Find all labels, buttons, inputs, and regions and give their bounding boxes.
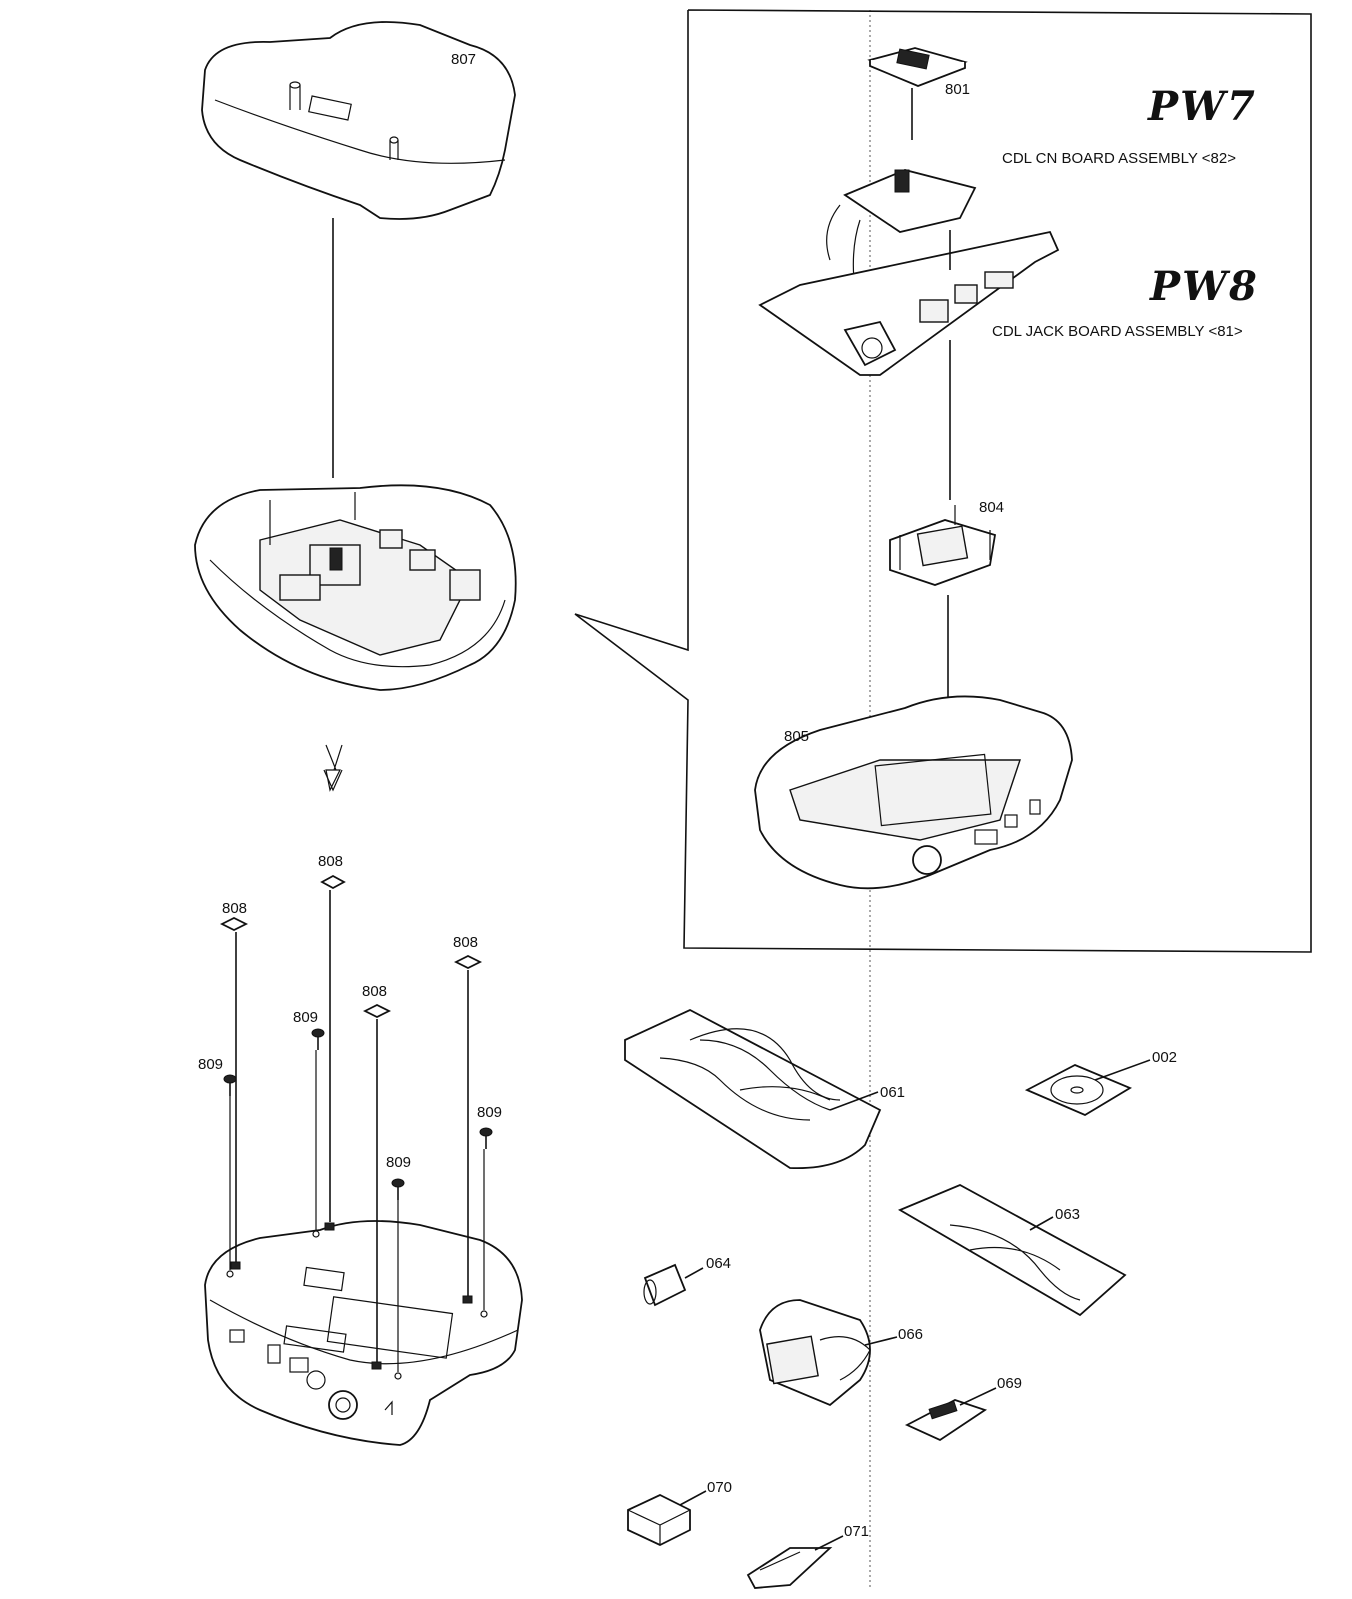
part-069-plug-adapter bbox=[904, 1387, 997, 1442]
label-807: 807 bbox=[451, 51, 476, 68]
pw8-code: PW8 bbox=[1149, 263, 1259, 310]
pw7-assembly-name: CDL CN BOARD ASSEMBLY <82> bbox=[1002, 150, 1236, 167]
base-bottom-cover bbox=[204, 1220, 523, 1446]
label-809-d: 809 bbox=[477, 1104, 502, 1121]
part-809-screw-b bbox=[311, 1028, 325, 1238]
part-002-cd-rom bbox=[1024, 1059, 1151, 1117]
label-809-c: 809 bbox=[386, 1154, 411, 1171]
pw7-code: PW7 bbox=[1147, 83, 1257, 130]
label-002: 002 bbox=[1152, 1049, 1177, 1066]
part-808-foot-b bbox=[320, 874, 346, 1231]
label-063: 063 bbox=[1055, 1206, 1080, 1223]
pw8-jack-board bbox=[758, 230, 1060, 376]
label-066: 066 bbox=[898, 1326, 923, 1343]
detail-callout-frame bbox=[574, 9, 1312, 953]
assembly-direction-arrow bbox=[323, 744, 343, 792]
label-805: 805 bbox=[784, 728, 809, 745]
label-808-c: 808 bbox=[362, 983, 387, 1000]
part-061-av-cable bbox=[624, 1008, 882, 1170]
label-804: 804 bbox=[979, 499, 1004, 516]
label-809-a: 809 bbox=[198, 1056, 223, 1073]
label-064: 064 bbox=[706, 1255, 731, 1272]
label-801: 801 bbox=[945, 81, 970, 98]
pw7-cn-board bbox=[826, 169, 977, 291]
part-070-cap bbox=[627, 1490, 707, 1546]
pw8-assembly-name: CDL JACK BOARD ASSEMBLY <81> bbox=[992, 323, 1243, 340]
part-801-connector bbox=[867, 47, 968, 87]
label-070: 070 bbox=[707, 1479, 732, 1496]
part-809-screw-d bbox=[479, 1127, 493, 1318]
label-061: 061 bbox=[880, 1084, 905, 1101]
part-809-screw-c bbox=[391, 1178, 405, 1380]
label-808-b: 808 bbox=[318, 853, 343, 870]
part-063-usb-cable bbox=[897, 1184, 1127, 1317]
assembled-cradle-unit bbox=[194, 484, 517, 691]
part-066-ac-adapter bbox=[759, 1299, 898, 1407]
part-808-foot-c bbox=[362, 1003, 392, 1370]
part-064-ferrite-core bbox=[643, 1263, 704, 1307]
label-808-d: 808 bbox=[453, 934, 478, 951]
part-808-foot-d bbox=[453, 954, 483, 1304]
label-808-a: 808 bbox=[222, 900, 247, 917]
label-809-b: 809 bbox=[293, 1009, 318, 1026]
part-804-holder bbox=[889, 505, 997, 586]
part-071-cover bbox=[746, 1535, 844, 1589]
label-069: 069 bbox=[997, 1375, 1022, 1392]
part-809-screw-a bbox=[223, 1074, 237, 1278]
part-808-foot-a bbox=[219, 916, 249, 1270]
part-807-top-cover bbox=[201, 21, 516, 220]
part-805-frame bbox=[754, 695, 1073, 890]
label-071: 071 bbox=[844, 1523, 869, 1540]
